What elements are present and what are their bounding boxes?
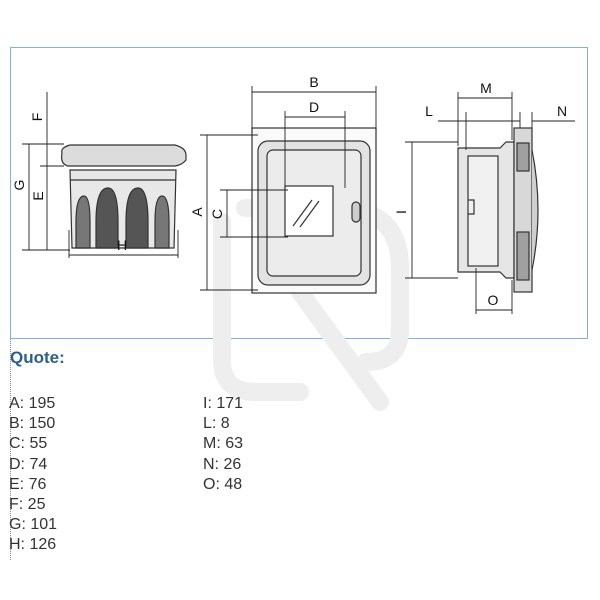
quote-item-i: I: 171 [203,395,244,412]
dim-label-e: E [30,191,46,200]
side-view [61,144,187,249]
quote-item-e: E: 76 [9,475,47,493]
right-view [457,127,539,293]
dim-label-f: F [29,113,45,122]
dim-label-g: G [11,180,27,191]
quote-item-g: G: 101 [9,516,58,534]
quote-item-a: A: 195 [9,395,56,412]
quote-item-o: O: 48 [203,475,243,493]
quote-item-n: N: 26 [203,455,242,473]
dim-label-l: L [425,103,433,119]
quote-column-left: A: 195 B: 150 C: 55 D: 74 E: 76 F: 25 G:… [9,394,57,556]
front-view-dimensions [200,86,377,291]
dim-label-d: D [309,99,319,115]
dim-label-m: M [480,80,492,96]
quote-item-c: C: 55 [9,435,48,453]
dim-label-c: C [209,209,225,219]
quote-column-right: I: 171 L: 8 M: 63 N: 26 O: 48 [203,394,243,495]
side-view-dimensions [22,92,179,258]
dim-label-a: A [189,207,205,217]
quote-item-b: B: 150 [9,415,56,433]
dim-label-n: N [557,103,567,119]
dim-label-b: B [309,74,318,90]
front-view [251,127,377,294]
quote-item-d: D: 74 [9,455,48,473]
dim-label-o: O [488,292,499,308]
quote-item-m: M: 63 [203,435,244,453]
dim-label-h: H [117,237,127,253]
dim-label-i: I [393,210,409,214]
drawing-frame [10,47,588,339]
quote-item-l: L: 8 [203,415,230,433]
quote-title: Quote: [10,348,65,367]
quote-item-f: F: 25 [9,496,46,514]
right-view-dimensions [405,92,575,314]
quote-item-h: H: 126 [9,536,57,554]
